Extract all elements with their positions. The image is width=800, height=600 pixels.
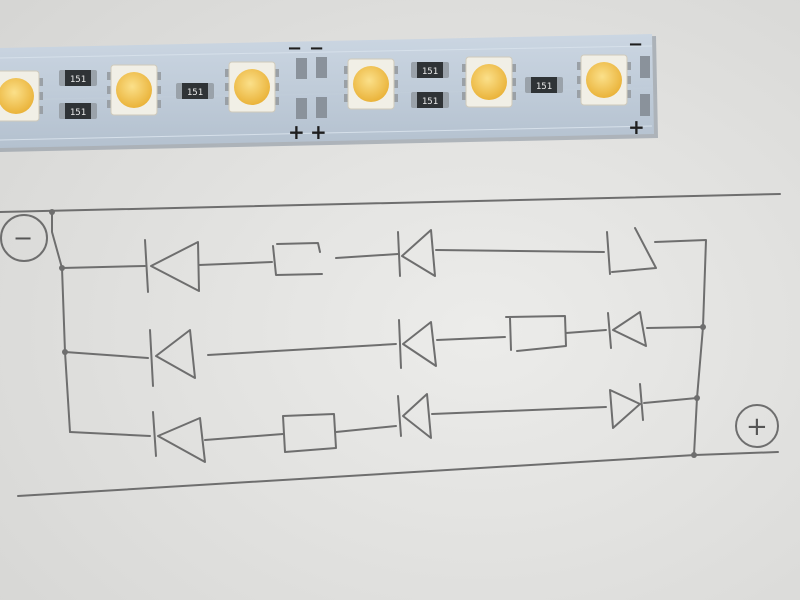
smd-resistor: 151 bbox=[176, 83, 214, 99]
solder-pad bbox=[316, 97, 327, 118]
plus-circle bbox=[735, 404, 779, 448]
row1-diode-1 bbox=[144, 239, 200, 293]
row2-wire bbox=[646, 326, 704, 329]
smd-led bbox=[577, 54, 631, 106]
junction-dot bbox=[49, 209, 55, 215]
row3-wire bbox=[643, 397, 698, 404]
row2-diode-3 bbox=[607, 311, 647, 349]
resistor-code: 151 bbox=[422, 97, 438, 107]
junction-dot bbox=[59, 265, 65, 271]
strip-minus-mark: − bbox=[628, 34, 643, 55]
solder-pad bbox=[296, 98, 307, 119]
smd-resistor: 151 bbox=[525, 77, 563, 93]
strip-plus-mark: + bbox=[310, 120, 327, 144]
solder-pads bbox=[296, 56, 650, 119]
resistor-code: 151 bbox=[536, 82, 552, 92]
row2-wire bbox=[64, 351, 149, 359]
junction-dot bbox=[691, 452, 697, 458]
resistor-code: 151 bbox=[187, 88, 203, 98]
row3-wire bbox=[69, 431, 151, 437]
led-lens bbox=[586, 62, 622, 98]
row1-wire bbox=[198, 261, 273, 266]
led-lens bbox=[0, 78, 34, 114]
row3-resistor bbox=[282, 413, 337, 453]
strip-minus-mark: − bbox=[309, 38, 324, 59]
solder-pad bbox=[296, 58, 307, 79]
row1-resistor bbox=[272, 242, 323, 276]
junction-dot bbox=[62, 349, 68, 355]
led-lens bbox=[116, 72, 152, 108]
smd-led bbox=[0, 70, 43, 122]
solder-pad bbox=[640, 56, 650, 78]
smd-led bbox=[462, 56, 516, 108]
strip-plus-mark: + bbox=[288, 120, 305, 144]
row3-diode-2 bbox=[397, 393, 432, 439]
row3-wire bbox=[335, 425, 397, 433]
smd-led bbox=[225, 61, 279, 113]
rail-top bbox=[0, 193, 781, 213]
row2-wire bbox=[207, 343, 397, 356]
resistor-code: 151 bbox=[422, 67, 438, 77]
solder-pad bbox=[316, 57, 327, 78]
junction-dot bbox=[700, 324, 706, 330]
row2-resistor bbox=[505, 315, 567, 352]
led-lens bbox=[234, 69, 270, 105]
led-lens bbox=[471, 64, 507, 100]
row1-wire bbox=[435, 249, 605, 253]
smd-resistor-group: 151 151 151 151 151 151 bbox=[59, 62, 563, 119]
smd-resistor: 151 bbox=[59, 103, 97, 119]
row2-wire bbox=[436, 336, 506, 341]
row3-wire bbox=[431, 406, 607, 415]
strip-plus-mark: + bbox=[628, 115, 645, 139]
resistor-code: 151 bbox=[70, 75, 86, 85]
row1-diode-2 bbox=[397, 229, 436, 277]
smd-resistor: 151 bbox=[411, 92, 449, 108]
solder-pad bbox=[640, 94, 650, 116]
sketch-plus-label: + bbox=[746, 412, 768, 442]
sketch-minus-label: − bbox=[13, 224, 33, 252]
row2-wire bbox=[565, 329, 607, 334]
row3-wire bbox=[204, 433, 284, 441]
row2-diode-2 bbox=[398, 319, 437, 369]
junction-dot bbox=[694, 395, 700, 401]
smd-resistor: 151 bbox=[411, 62, 449, 78]
row3-diode-3 bbox=[609, 383, 644, 429]
pencil-schematic bbox=[0, 193, 781, 497]
row2-diode-1 bbox=[149, 329, 196, 387]
row3-diode-1 bbox=[152, 411, 206, 463]
row1-wire bbox=[335, 253, 399, 259]
minus-circle bbox=[0, 214, 48, 262]
smd-led bbox=[344, 58, 398, 110]
strip-polarity-marks: − − − + + + bbox=[287, 34, 645, 144]
resistor-code: 151 bbox=[70, 108, 86, 118]
row1-wire bbox=[61, 265, 146, 269]
row1-diode-3 bbox=[606, 227, 657, 275]
led-lens bbox=[353, 66, 389, 102]
smd-resistor: 151 bbox=[59, 70, 97, 86]
strip-minus-mark: − bbox=[287, 38, 302, 59]
smd-led-group bbox=[0, 54, 631, 122]
smd-led bbox=[107, 64, 161, 116]
